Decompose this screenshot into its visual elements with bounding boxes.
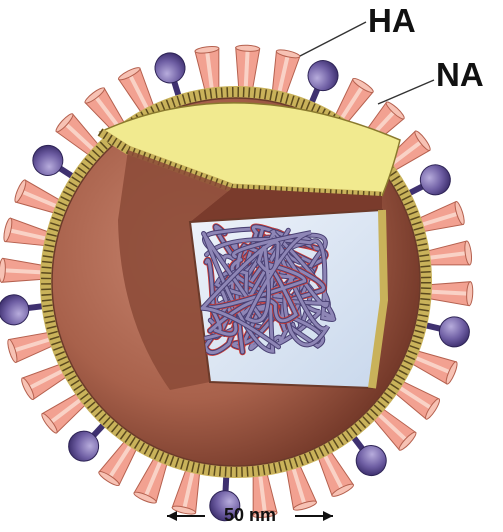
na-head — [303, 56, 342, 95]
ha-leader-line — [300, 22, 366, 56]
na-head — [415, 160, 455, 200]
na-head — [151, 49, 189, 87]
na-label: NA — [436, 56, 484, 94]
scale-bar: 50 nm — [165, 505, 335, 527]
na-head — [27, 140, 68, 181]
na-head — [0, 293, 30, 326]
na-leader-line — [378, 80, 434, 104]
ha-label: HA — [368, 2, 416, 40]
scale-arrowhead-left — [167, 511, 177, 521]
ha-highlight — [432, 292, 470, 294]
scale-arrowhead-right — [323, 511, 333, 521]
na-head — [436, 314, 472, 350]
ha-highlight — [246, 48, 248, 86]
scale-bar-label: 50 nm — [209, 505, 291, 526]
ha-highlight — [2, 270, 40, 272]
cutaway-core — [190, 210, 384, 388]
